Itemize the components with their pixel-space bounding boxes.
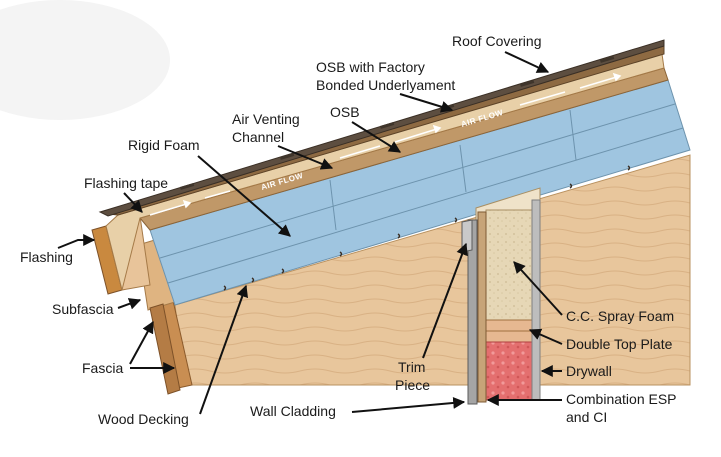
leader-cc-spray-foam	[513, 261, 563, 316]
leader-wood-decking	[199, 284, 248, 415]
label-air-venting-1: Air Venting	[232, 111, 300, 127]
leader-osb-factory	[399, 93, 454, 113]
label-air-venting-2: Channel	[232, 129, 284, 145]
label-osb-factory-2: Bonded Underlyament	[316, 77, 455, 93]
label-trim-1: Trim	[398, 359, 425, 375]
leader-double-top-plate	[528, 328, 563, 345]
label-rigid-foam: Rigid Foam	[128, 137, 200, 153]
label-trim-2: Piece	[395, 377, 430, 393]
leader-trim-piece	[422, 242, 468, 359]
label-roof-covering: Roof Covering	[452, 33, 542, 49]
label-flashing: Flashing	[20, 249, 73, 265]
label-combination-2: and CI	[566, 409, 607, 425]
cc-spray-foam	[485, 209, 533, 321]
label-combination-1: Combination ESP	[566, 391, 677, 407]
background-shape	[0, 0, 170, 120]
foam-joint	[459, 144, 467, 193]
label-flashing-tape: Flashing tape	[84, 175, 168, 191]
leader-osb	[351, 121, 402, 153]
label-fascia: Fascia	[82, 360, 123, 376]
leader-flashing-tape	[123, 192, 143, 213]
label-wall-cladding: Wall Cladding	[250, 403, 336, 419]
label-drywall: Drywall	[566, 363, 612, 379]
leader-fascia-top	[129, 320, 154, 365]
shingle-ridges	[180, 56, 615, 190]
label-wood-decking: Wood Decking	[98, 411, 189, 427]
airflow-arrows	[149, 72, 622, 216]
foam-joint	[569, 109, 577, 161]
foam-joint	[329, 179, 337, 231]
leader-wall-cladding	[351, 396, 466, 413]
label-subfascia: Subfascia	[52, 301, 114, 317]
trim-piece	[461, 219, 473, 253]
leader-rigid-foam	[197, 155, 291, 237]
foam-seam	[167, 127, 684, 284]
insulation-batt	[485, 341, 533, 401]
leader-air-venting	[277, 145, 334, 170]
leader-subfascia	[117, 298, 142, 310]
label-cc-spray-foam: C.C. Spray Foam	[566, 308, 674, 324]
leader-flashing	[57, 234, 96, 249]
leader-roof-covering	[504, 51, 550, 73]
foam-seam	[159, 103, 676, 259]
drywall-board	[531, 199, 541, 401]
label-double-top-plate: Double Top Plate	[566, 336, 673, 352]
label-osb-factory-1: OSB with Factory	[316, 59, 425, 75]
combination-esp-ci	[477, 211, 487, 403]
label-osb: OSB	[330, 104, 360, 120]
